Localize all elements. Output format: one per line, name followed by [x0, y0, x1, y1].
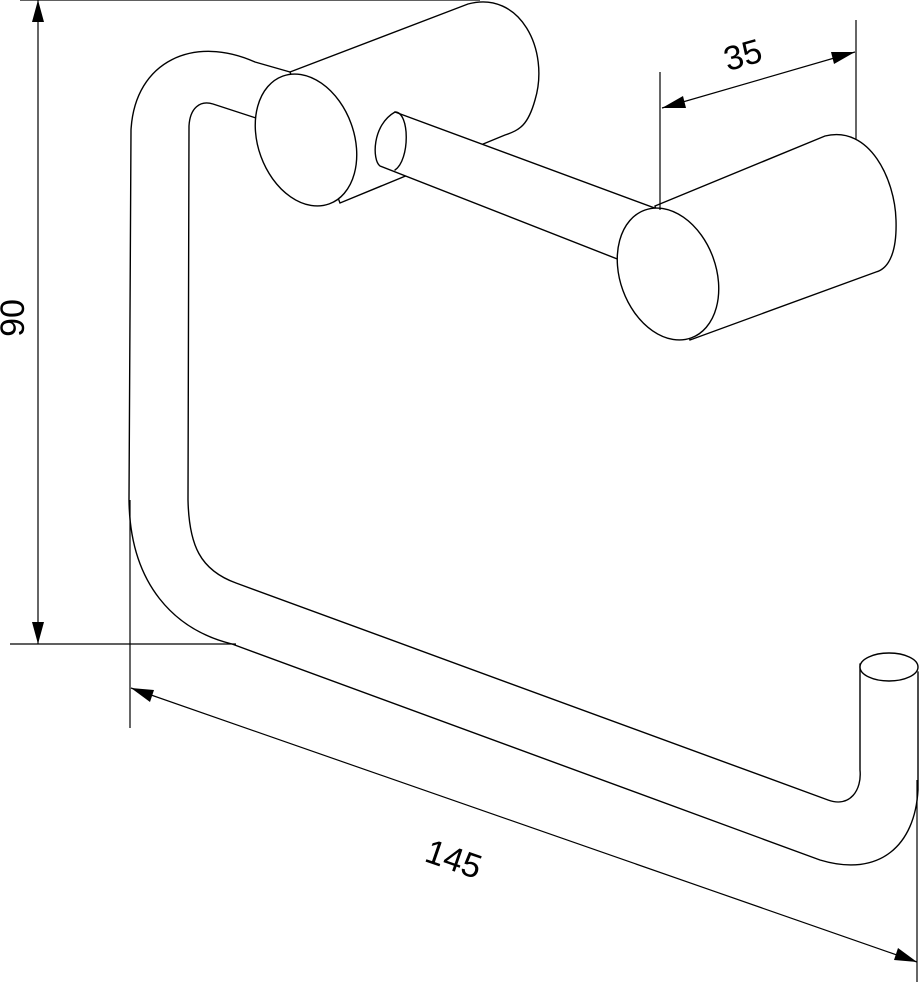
arrow-left	[662, 96, 686, 108]
holder-rod	[128, 50, 919, 866]
spindle-end-cylinder	[616, 133, 897, 341]
arrow-right	[831, 52, 855, 64]
depth-dimension-label: 35	[720, 32, 767, 79]
height-dimension-label: 90	[0, 299, 32, 337]
rod-end-cap	[859, 652, 919, 682]
arrow-up	[32, 0, 44, 22]
arrow-down	[32, 622, 44, 644]
spindle-bar	[374, 111, 662, 263]
arrow-right	[894, 948, 917, 962]
width-dimension-label: 145	[421, 832, 487, 886]
spindle-end-face	[616, 207, 720, 341]
dimension-width: 145	[129, 500, 918, 982]
wall-mount-face	[254, 73, 358, 207]
dimension-height: 90	[0, 0, 480, 645]
wall-mount-cylinder	[254, 1, 540, 207]
arrow-left	[131, 688, 154, 702]
